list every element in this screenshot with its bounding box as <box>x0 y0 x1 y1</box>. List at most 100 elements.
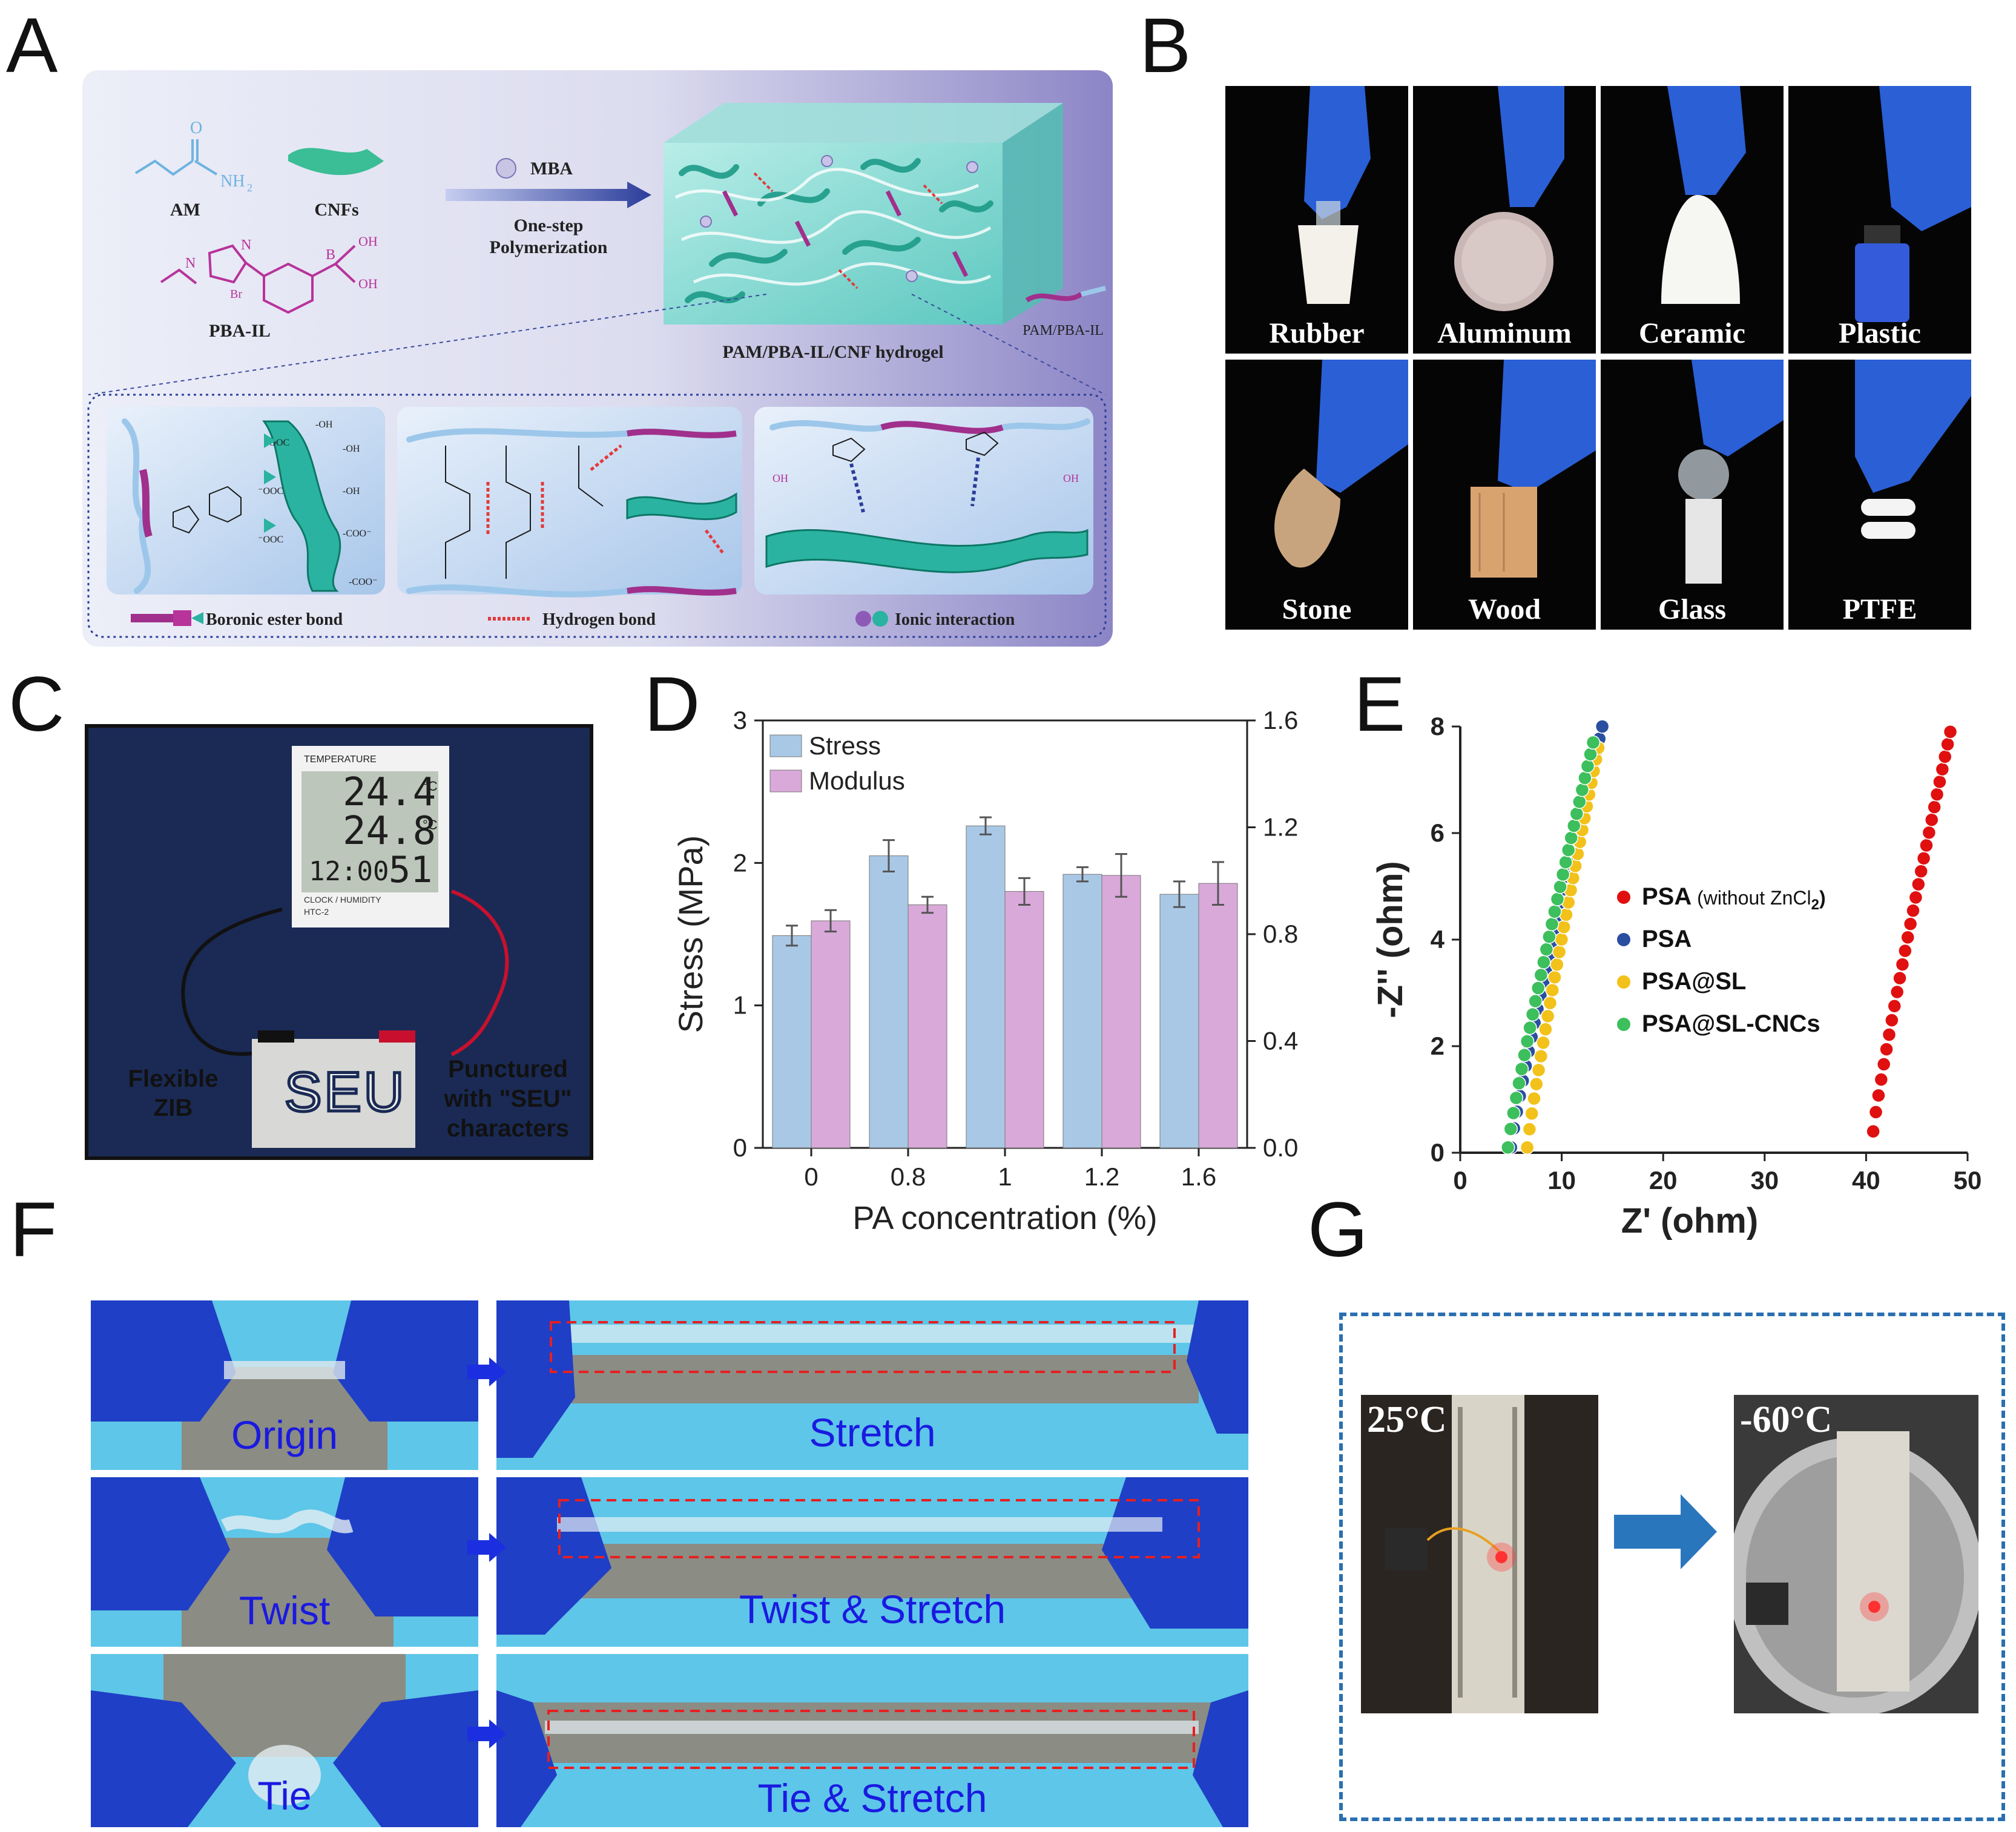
point-series-3 <box>1512 1076 1526 1091</box>
svg-text:-COO⁻: -COO⁻ <box>343 529 372 539</box>
label-plastic: Plastic <box>1839 317 1921 349</box>
ionic-oh-1: OH <box>772 472 788 484</box>
point-series-3 <box>1558 855 1573 869</box>
panel-c-photo: TEMPERATURE 24.4 24.8 12:00 51 °C °C CLO… <box>85 724 593 1160</box>
point-series-3 <box>1542 929 1556 944</box>
x-tick-label: 1.6 <box>1181 1162 1216 1191</box>
point-series-3 <box>1555 867 1570 882</box>
label-minus-60c: -60°C <box>1740 1399 1833 1440</box>
point-series-0 <box>1925 812 1939 827</box>
label-wood: Wood <box>1468 593 1541 625</box>
point-series-0 <box>1866 1124 1880 1139</box>
point-series-3 <box>1537 955 1551 970</box>
point-series-0 <box>1906 903 1920 918</box>
point-series-0 <box>1914 864 1928 878</box>
x-tick-label: 1.2 <box>1084 1162 1119 1191</box>
point-series-0 <box>1911 877 1926 892</box>
nh2-sub: 2 <box>247 182 252 194</box>
point-series-2 <box>1520 1140 1535 1155</box>
legend-swatch-stress <box>769 734 802 757</box>
svg-text:-OH: -OH <box>315 420 333 430</box>
panel-label-b: B <box>1139 2 1191 89</box>
point-series-2 <box>1543 996 1558 1010</box>
bar-stress <box>1159 894 1199 1148</box>
y-tick-label: 6 <box>1431 819 1444 847</box>
photo-25c: 25°C <box>1361 1395 1598 1713</box>
point-series-0 <box>1895 957 1910 972</box>
legend-label-2: PSA@SL <box>1642 968 1746 995</box>
point-series-3 <box>1525 1007 1540 1022</box>
point-series-0 <box>1885 1013 1899 1027</box>
point-series-0 <box>1876 1057 1891 1072</box>
thermo-unit-1: °C <box>423 779 438 794</box>
y2-tick-label: 1.6 <box>1263 706 1298 734</box>
x-tick-label: 1 <box>998 1162 1012 1191</box>
point-series-0 <box>1900 930 1915 944</box>
ionic-oh-2: OH <box>1063 472 1079 484</box>
pba-oh-1: OH <box>358 234 378 249</box>
bar-stress <box>869 855 909 1148</box>
bar-modulus <box>1101 875 1141 1148</box>
thermo-model: HTC-2 <box>304 907 329 917</box>
thermo-time: 12:00 <box>309 856 389 887</box>
punctured-label: Punctured with "SEU" characters <box>432 1055 584 1143</box>
am-label: AM <box>170 200 200 220</box>
point-series-3 <box>1533 967 1549 983</box>
y-axis-label: Stress (MPa) <box>671 835 710 1033</box>
arrow-right-icon <box>1614 1494 1717 1569</box>
panel-label-f: F <box>10 1187 58 1273</box>
point-series-0 <box>1937 750 1952 764</box>
label-origin: Origin <box>231 1412 338 1457</box>
thermo-humidity: 51 <box>389 849 433 891</box>
point-series-0 <box>1927 800 1942 814</box>
point-series-0 <box>1935 762 1950 777</box>
punctured-line-1: Punctured <box>448 1056 568 1082</box>
thermo-temp1: 24.4 <box>343 770 436 815</box>
legend-suffix: (without ZnCl <box>1692 887 1811 909</box>
svg-text:N: N <box>241 237 251 253</box>
legend-swatch-modulus <box>769 769 802 792</box>
arrow-right-icon <box>467 1719 506 1748</box>
point-series-2 <box>1547 970 1562 985</box>
thermo-unit-2: °C <box>423 817 438 832</box>
photo-twist-stretch: Twist & Stretch <box>496 1477 1248 1647</box>
point-series-3 <box>1501 1140 1515 1155</box>
point-series-2 <box>1529 1076 1544 1092</box>
point-series-3 <box>1520 1034 1535 1049</box>
ionic-label: Ionic interaction <box>895 610 1015 629</box>
y-tick-label: 2 <box>733 848 747 877</box>
panel-f: Origin Stretch Twist Twist & Stretch Tie… <box>91 1300 1248 1827</box>
photo-twist: Twist <box>91 1477 478 1647</box>
label-stone: Stone <box>1282 593 1352 625</box>
bar-stress <box>966 825 1006 1148</box>
panel-label-d: D <box>644 661 700 748</box>
photo-minus-60c: -60°C <box>1734 1395 1978 1713</box>
x-tick-label: 0 <box>804 1162 818 1191</box>
x-tick-label: 0 <box>1453 1166 1467 1194</box>
legend-label-stress: Stress <box>809 731 881 760</box>
point-series-3 <box>1567 819 1581 833</box>
x-axis-label: Z' (ohm) <box>1621 1201 1758 1241</box>
pam-pba-il-label: PAM/PBA-IL <box>1023 323 1104 338</box>
point-series-2 <box>1531 1063 1546 1078</box>
bar-stress <box>772 935 812 1148</box>
nh2-text: NH <box>220 172 245 191</box>
photo-aluminum: Aluminum <box>1413 86 1596 354</box>
point-series-3 <box>1509 1090 1524 1105</box>
point-series-3 <box>1569 806 1584 821</box>
x-tick-label: 0.8 <box>891 1162 926 1191</box>
point-series-0 <box>1919 838 1934 853</box>
y-tick-label: 3 <box>733 706 747 734</box>
panel-a-schematic: O NH 2 AM CNFs N N Br B OH OH PBA-IL MBA… <box>82 70 1113 647</box>
point-series-2 <box>1538 1022 1553 1036</box>
point-series-0 <box>1882 1027 1897 1042</box>
point-series-3 <box>1572 794 1587 809</box>
point-series-0 <box>1879 1042 1894 1056</box>
point-series-0 <box>1908 890 1923 905</box>
point-series-3 <box>1547 904 1562 919</box>
svg-text:-COO⁻: -COO⁻ <box>349 577 378 587</box>
svg-text:⁻OOC: ⁻OOC <box>258 486 283 496</box>
bar-modulus <box>811 920 851 1148</box>
